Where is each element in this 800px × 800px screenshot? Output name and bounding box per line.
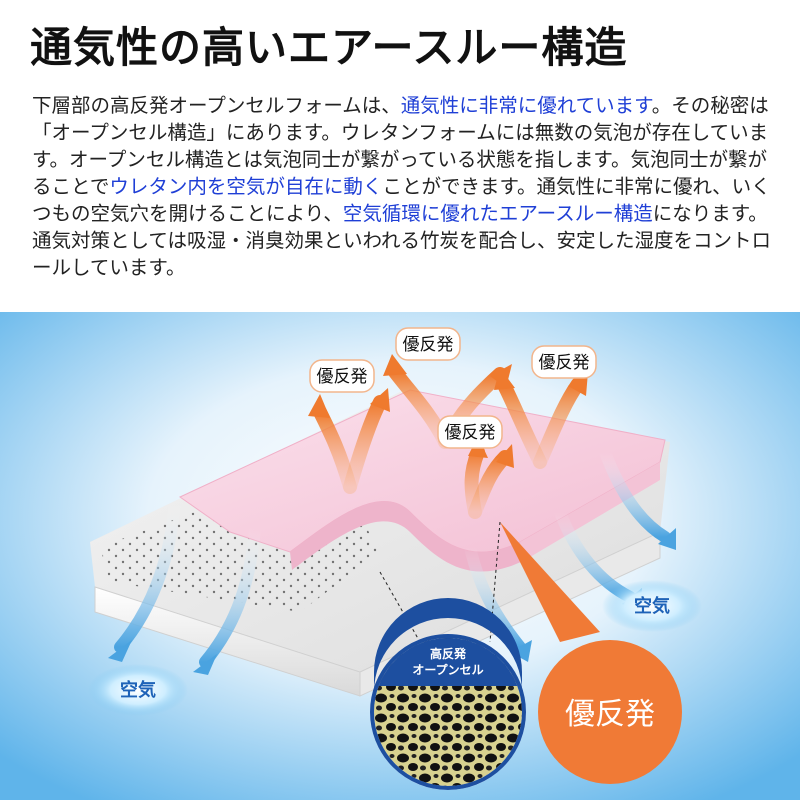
page-title: 通気性の高いエアースルー構造 xyxy=(30,23,628,72)
description-highlight: 通気性に非常に優れています xyxy=(400,94,652,117)
description-highlight: 空気循環に優れたエアースルー構造 xyxy=(342,202,653,225)
description-segment: 下層部の高反発オープンセルフォームは、 xyxy=(32,94,401,117)
description-highlight: ウレタン内を空気が自在に動く xyxy=(109,175,383,198)
magnifier-label-line2: オープンセル xyxy=(412,662,483,677)
description-segment: ことができます。通気性に非常に優れ、いくつもの空気穴を開けることにより、 xyxy=(32,175,771,225)
callout-label: 優反発 xyxy=(565,697,655,732)
bubble-label: 優反発 xyxy=(531,345,597,379)
magnifier: 高反発 オープンセル xyxy=(370,521,526,790)
svg-text:優反発: 優反発 xyxy=(539,353,590,373)
air-label: 空気 xyxy=(88,664,188,716)
bubble-label: 優反発 xyxy=(309,359,375,393)
description-segment: 。その秘密は「オープンセル構造」にあります。ウレタンフォームには無数の気泡が存在… xyxy=(32,94,769,198)
magnifier-label-line1: 高反発 xyxy=(430,646,467,661)
svg-text:空気: 空気 xyxy=(120,679,156,701)
svg-text:優反発: 優反発 xyxy=(445,423,496,443)
svg-text:空気: 空気 xyxy=(634,595,670,617)
callout: 優反発 xyxy=(500,522,682,784)
svg-text:優反発: 優反発 xyxy=(317,367,368,387)
svg-text:優反発: 優反発 xyxy=(403,335,454,355)
mattress-illustration: 優反発 優反発 優反発 優反発 空気 空気 xyxy=(0,312,800,800)
description-text: 下層部の高反発オープンセルフォームは、通気性に非常に優れています。その秘密は「オ… xyxy=(32,92,777,281)
bubble-label: 優反発 xyxy=(395,327,461,361)
bubble-label: 優反発 xyxy=(437,415,503,449)
air-label: 空気 xyxy=(602,580,702,632)
description-segment: になります。通気対策としては吸湿・消臭効果といわれる竹炭を配合し、安定した湿度を… xyxy=(32,202,772,279)
